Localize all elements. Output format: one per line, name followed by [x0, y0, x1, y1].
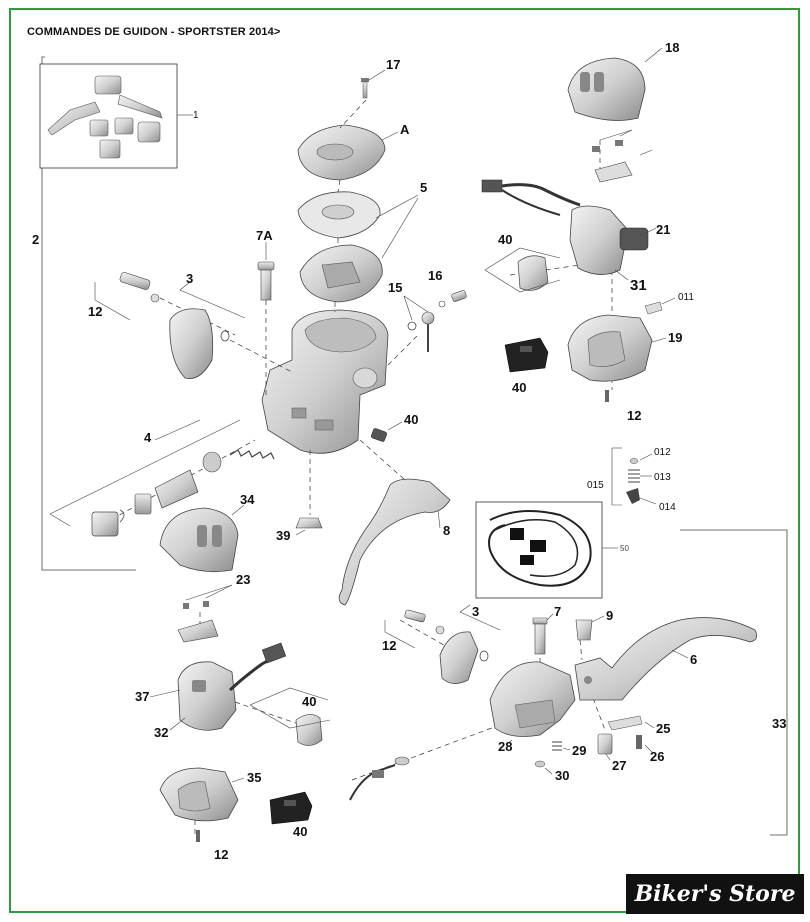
- callout-014: 014: [659, 502, 676, 513]
- callout-25: 25: [656, 721, 670, 736]
- callout-9: 9: [606, 608, 613, 623]
- callout-40-left-cap: 40: [302, 694, 316, 709]
- parts-012-015: [611, 447, 657, 506]
- brand-logo: Biker's Store: [626, 874, 804, 914]
- reservoir-cover-A: [297, 124, 399, 181]
- part-9-bushing: [575, 615, 605, 641]
- master-cylinder-body: [261, 309, 389, 454]
- callout-40-right-cap: 40: [498, 232, 512, 247]
- part-7A-bolt: [257, 242, 275, 301]
- callout-012: 012: [654, 447, 671, 458]
- callout-labels: 1 2 3 12 4 17 A 5 7A 16 15 40 34 8 39 18…: [32, 40, 786, 862]
- page-title: COMMANDES DE GUIDON - SPORTSTER 2014>: [27, 26, 281, 38]
- callout-1: 1: [193, 110, 199, 121]
- part-28-bracket: [489, 661, 576, 746]
- callout-2: 2: [32, 232, 39, 247]
- part-34-housing-cover: [159, 504, 245, 573]
- part-39-bushing: [295, 517, 323, 536]
- part-40-switch-cap-right: [484, 247, 561, 293]
- green-border-frame: [9, 8, 800, 913]
- part-15-16-banjo: [403, 290, 467, 352]
- part-8-lever: [338, 478, 451, 606]
- part-011: [644, 297, 676, 315]
- callout-A: A: [400, 122, 410, 137]
- callout-35: 35: [247, 770, 261, 785]
- left-switch-housing-37-32: [149, 642, 287, 731]
- callout-12-d: 12: [214, 847, 228, 862]
- part-40-setscrew: [371, 421, 403, 442]
- callout-30: 30: [555, 768, 569, 783]
- kit-photo-1: [39, 63, 193, 169]
- callout-7A: 7A: [256, 228, 273, 243]
- part-4-piston-assembly: [49, 419, 275, 537]
- part-3-clamp-upper: [94, 272, 246, 379]
- callout-40-left-button: 40: [293, 824, 307, 839]
- callout-40-body: 40: [404, 412, 418, 427]
- part-3-clamp-lower: [384, 604, 501, 684]
- callout-31: 31: [630, 277, 647, 294]
- callout-29: 29: [572, 743, 586, 758]
- small-parts-25-30: [534, 715, 655, 775]
- part-18-cover: [567, 47, 663, 121]
- harness-kit-50: [475, 501, 618, 599]
- part-17-screw: [361, 69, 386, 99]
- callout-50: 50: [620, 544, 629, 553]
- callout-40-right-button: 40: [512, 380, 526, 395]
- callout-12-c: 12: [382, 638, 396, 653]
- callout-21: 21: [656, 222, 670, 237]
- callout-12-a: 12: [88, 304, 102, 319]
- gasket-5: [297, 191, 419, 303]
- callout-3-upper: 3: [186, 271, 193, 286]
- callout-33: 33: [772, 716, 786, 731]
- callout-7: 7: [554, 604, 561, 619]
- callout-8: 8: [443, 523, 450, 538]
- part-23-clip: [177, 584, 233, 643]
- clip-and-screws-right: [592, 129, 653, 183]
- callout-4: 4: [144, 430, 152, 445]
- part-40-black-button-left: [269, 791, 313, 825]
- callout-23: 23: [236, 572, 250, 587]
- callout-013: 013: [654, 472, 671, 483]
- callout-3-lower: 3: [472, 604, 479, 619]
- callout-12-b: 12: [627, 408, 641, 423]
- callout-27: 27: [612, 758, 626, 773]
- part-35-lower-housing: [159, 767, 245, 842]
- callout-5: 5: [420, 180, 427, 195]
- part-40-switch-cap-left: [249, 687, 331, 746]
- bracket-33: [680, 529, 788, 836]
- bracket-2: [41, 56, 136, 571]
- callout-16: 16: [428, 268, 442, 283]
- callout-39: 39: [276, 528, 290, 543]
- callout-15: 15: [388, 280, 402, 295]
- callout-37: 37: [135, 689, 149, 704]
- callout-011: 011: [678, 292, 694, 303]
- clutch-cable: [349, 756, 410, 801]
- callout-26: 26: [650, 749, 664, 764]
- callout-17: 17: [386, 57, 400, 72]
- callout-18: 18: [665, 40, 679, 55]
- callout-34: 34: [240, 492, 255, 507]
- part-40-black-button-right: [504, 337, 549, 373]
- part-6-clutch-lever: [574, 617, 758, 701]
- callout-32: 32: [154, 725, 168, 740]
- callout-19: 19: [668, 330, 682, 345]
- callout-28: 28: [498, 739, 512, 754]
- right-switch-housing-21-31: [481, 179, 657, 281]
- callout-015: 015: [587, 480, 604, 491]
- part-19-lower-housing: [567, 314, 667, 402]
- part-7-pin: [532, 613, 554, 655]
- callout-6: 6: [690, 652, 697, 667]
